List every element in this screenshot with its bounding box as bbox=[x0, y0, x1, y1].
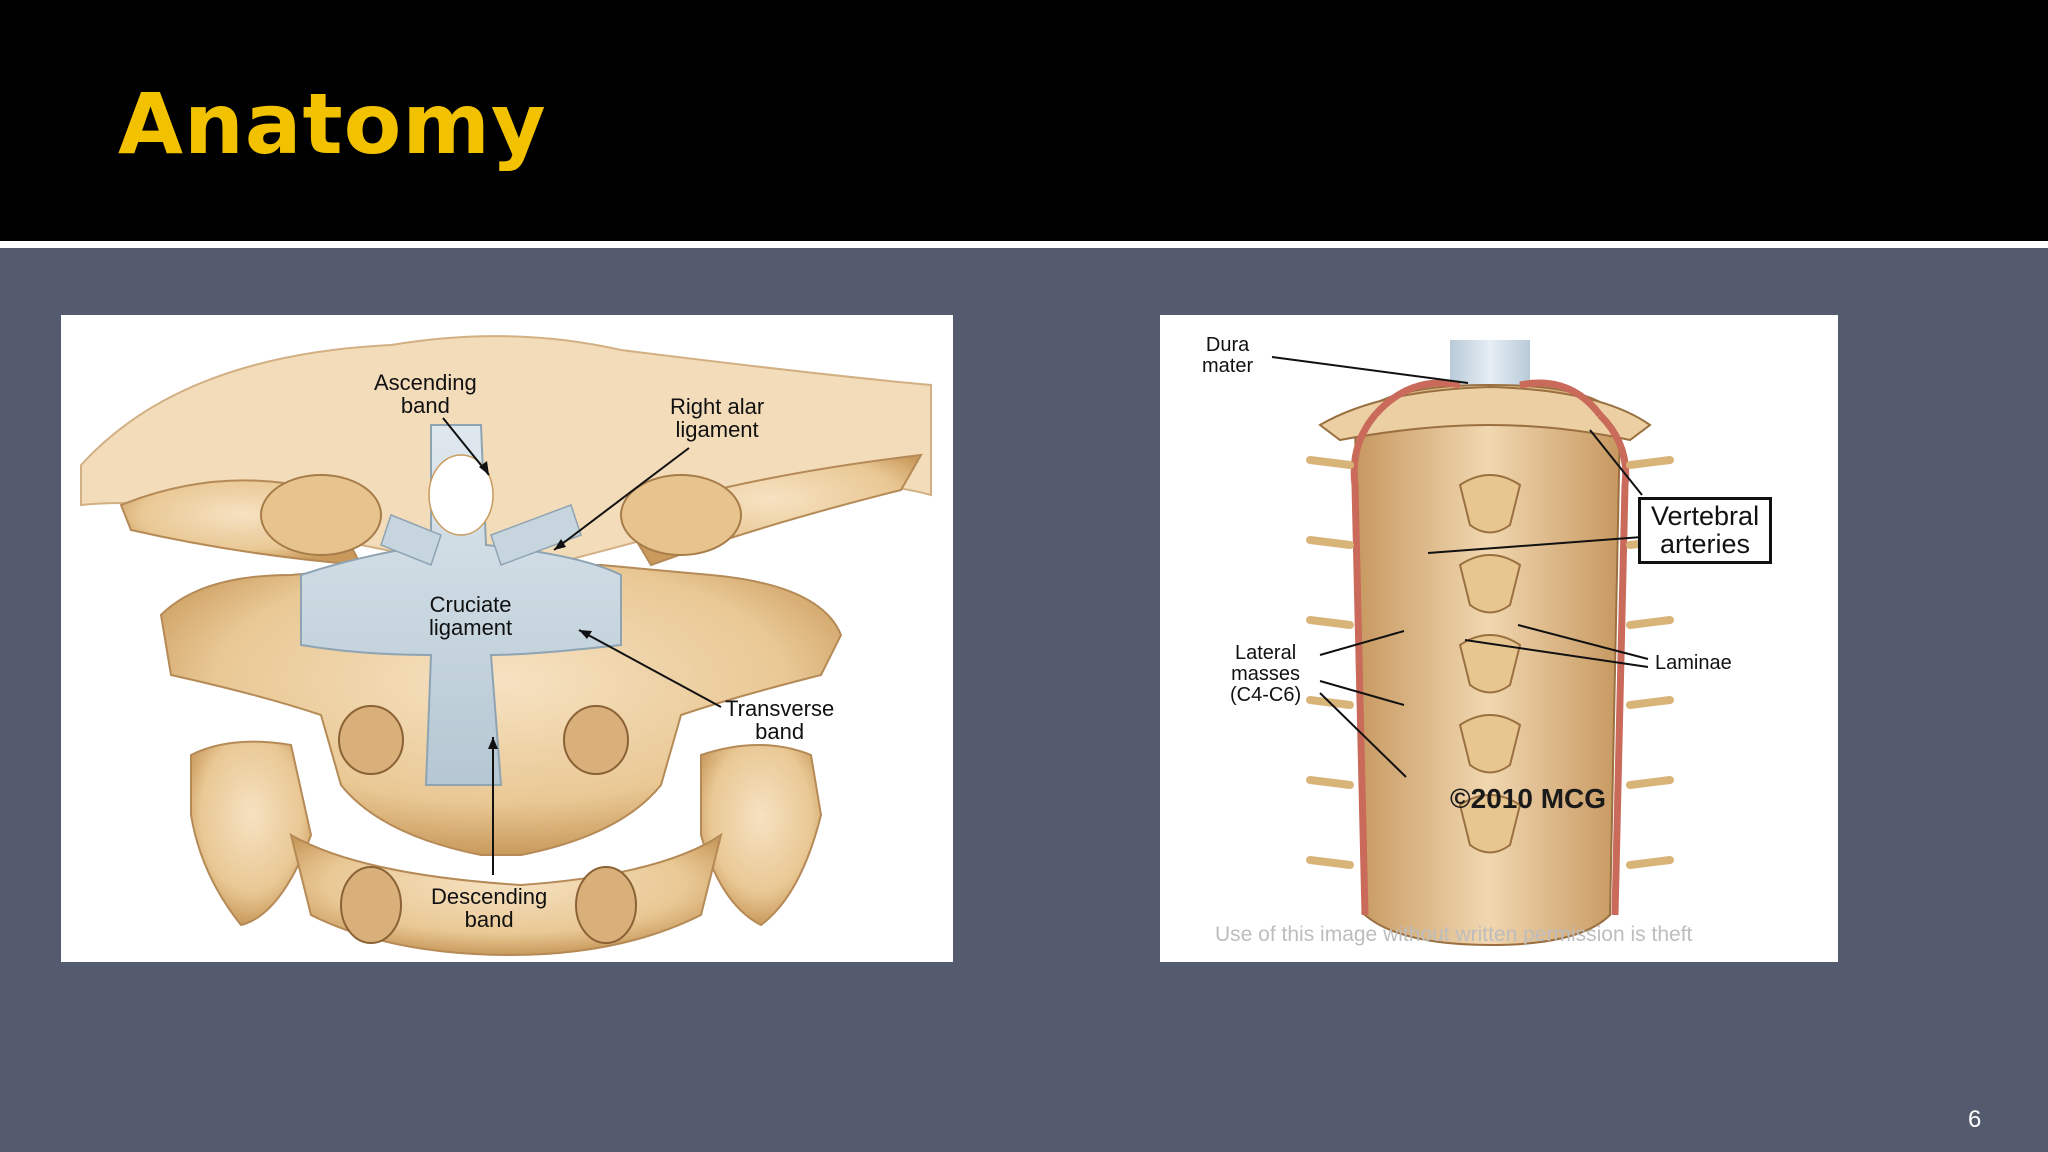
label-line: band bbox=[400, 393, 450, 419]
label-line: Vertebral bbox=[1651, 501, 1760, 531]
label-line: band bbox=[755, 719, 805, 745]
label-line: ligament bbox=[429, 615, 513, 641]
label-line: Cruciate bbox=[429, 592, 512, 617]
label-line: arteries bbox=[1660, 529, 1751, 560]
label-line: Ascending bbox=[374, 370, 477, 395]
label-cruciate-ligament: Cruciate ligament bbox=[429, 593, 512, 639]
label-transverse-band: Transverse band bbox=[725, 697, 834, 743]
label-right-alar-ligament: Right alar ligament bbox=[670, 395, 764, 441]
cruciate-ligament-drawing bbox=[80, 335, 932, 957]
copyright-text: ©2010 MCG bbox=[1450, 783, 1607, 814]
label-descending-band: Descending band bbox=[431, 885, 547, 931]
label-line: mater bbox=[1202, 355, 1254, 377]
cervical-spine-illustration: Dura mater Vertebral arteries Lateral ma… bbox=[1160, 315, 1838, 962]
title-bar: Anatomy bbox=[0, 0, 2048, 241]
label-ascending-band: Ascending band bbox=[374, 371, 477, 417]
label-line: Right alar bbox=[670, 394, 765, 419]
slide-title: Anatomy bbox=[118, 75, 547, 173]
label-line: masses bbox=[1231, 663, 1301, 685]
label-line: Descending bbox=[431, 884, 548, 909]
label-line: Transverse bbox=[725, 696, 835, 721]
page-number: 6 bbox=[1968, 1106, 1982, 1133]
cruciate-ligament-illustration: Ascending band Right alar ligament Cruci… bbox=[61, 315, 953, 962]
label-line: Dura bbox=[1205, 334, 1250, 356]
watermark-text: Use of this image without written permis… bbox=[1215, 923, 1693, 946]
title-divider bbox=[0, 241, 2048, 248]
cervical-spine-drawing bbox=[1271, 340, 1674, 947]
label-line: (C4-C6) bbox=[1230, 684, 1302, 706]
label-dura-mater: Dura mater bbox=[1202, 335, 1253, 377]
label-line: ligament bbox=[675, 417, 759, 443]
label-lateral-masses: Lateral masses (C4-C6) bbox=[1230, 643, 1301, 706]
label-line: Lateral bbox=[1234, 642, 1297, 664]
label-laminae: Laminae bbox=[1655, 652, 1732, 674]
label-vertebral-arteries: Vertebral arteries bbox=[1638, 497, 1773, 564]
label-line: band bbox=[464, 907, 514, 933]
